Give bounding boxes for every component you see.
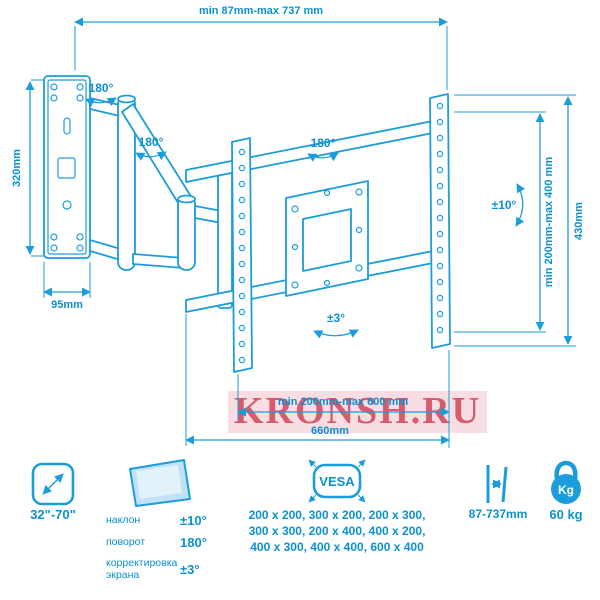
wall-distance-icon bbox=[486, 465, 508, 503]
wall-distance-label: 87-737mm bbox=[468, 507, 528, 521]
center-plate bbox=[285, 180, 369, 297]
right-rail-holes bbox=[436, 102, 444, 334]
swivel-value: 180° bbox=[180, 535, 207, 550]
angle-180-label-2: 180° bbox=[139, 135, 164, 149]
weight-kettlebell-icon: Kg bbox=[551, 460, 581, 504]
vesa-line-1: 200 x 200, 300 x 200, 200 x 300, bbox=[248, 508, 426, 522]
dim-right-outer-label: 430mm bbox=[573, 202, 585, 240]
swivel-angle-1: 180° bbox=[85, 81, 117, 107]
spec-wall-distance: 87-737mm bbox=[461, 461, 535, 521]
vesa-size-list: 200 x 200, 300 x 200, 200 x 300, 300 x 3… bbox=[237, 507, 437, 555]
swivel-angle-2: 180° bbox=[135, 135, 167, 161]
spec-max-weight: Kg 60 kg bbox=[540, 459, 592, 522]
angle-180-label-1: 180° bbox=[89, 81, 114, 95]
spec-strip: 32"-70" наклон ±10° поворот 180° коррект… bbox=[0, 455, 600, 600]
motion-spec-list: наклон ±10° поворот 180° корректировка э… bbox=[106, 513, 242, 581]
level-label: корректировка экрана bbox=[106, 557, 178, 582]
dimension-plate-width: 95mm bbox=[43, 262, 91, 311]
dimension-plate-height: 320mm bbox=[11, 79, 44, 257]
vesa-line-3: 400 x 300, 400 x 400, 600 x 400 bbox=[250, 540, 424, 554]
swivel-label: поворот bbox=[106, 536, 146, 549]
screen-size-icon bbox=[31, 462, 75, 506]
spec-vesa: VESA 200 x 200, 300 x 200, 200 x 300, 30… bbox=[237, 457, 437, 555]
swivel-angle-3: 180° bbox=[307, 136, 339, 162]
level-angle: ±3° bbox=[313, 311, 359, 339]
dim-right-inner-label: min 200mm-max 400 mm bbox=[543, 157, 555, 287]
dim-plate-width-label: 95mm bbox=[51, 299, 83, 311]
tilt-screen-icon bbox=[129, 459, 191, 507]
vesa-badge-label: VESA bbox=[319, 474, 355, 489]
dim-bottom-inner-label: min 200mm-max 600 mm bbox=[278, 396, 408, 408]
dim-bottom-outer-label: 660mm bbox=[311, 425, 349, 437]
angle-tilt-label: ±10° bbox=[492, 198, 517, 212]
vesa-line-2: 300 x 300, 200 x 400, 400 x 200, bbox=[248, 524, 426, 538]
vesa-rails bbox=[231, 93, 451, 373]
dimension-top: min 87mm-max 737 mm bbox=[74, 5, 448, 90]
max-weight-label: 60 kg bbox=[549, 507, 583, 522]
angle-level-label: ±3° bbox=[327, 311, 345, 325]
screen-size-label: 32"-70" bbox=[30, 507, 76, 522]
left-rail-holes bbox=[238, 148, 246, 364]
tilt-label: наклон bbox=[106, 514, 141, 527]
angle-180-label-3: 180° bbox=[311, 136, 336, 150]
dim-top-label: min 87mm-max 737 mm bbox=[199, 5, 323, 17]
wall-plate bbox=[43, 75, 91, 259]
tilt-angle: ±10° bbox=[492, 183, 526, 227]
dimension-bottom: min 200mm-max 600 mm 660mm bbox=[185, 314, 450, 448]
kettlebell-kg-label: Kg bbox=[558, 483, 574, 497]
spec-screen-size: 32"-70" bbox=[10, 461, 96, 522]
articulated-arm bbox=[89, 94, 239, 309]
vesa-badge-icon: VESA bbox=[308, 459, 366, 503]
level-value: ±3° bbox=[180, 561, 200, 577]
dimension-right: min 200mm-max 400 mm 430mm bbox=[454, 94, 585, 347]
mount-diagram: min 87mm-max 737 mm 320mm 95mm bbox=[11, 5, 585, 448]
dim-left-label: 320mm bbox=[11, 149, 23, 187]
tilt-value: ±10° bbox=[180, 513, 207, 528]
